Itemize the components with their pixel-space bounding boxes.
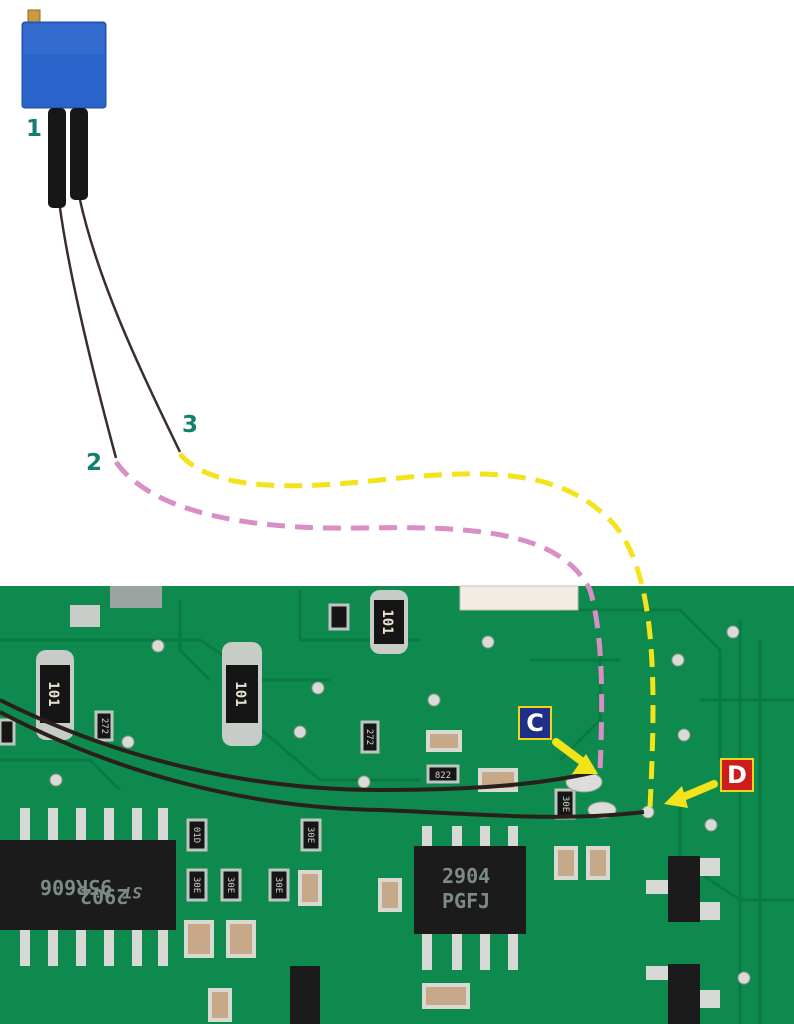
lead-sleeve-3	[70, 108, 88, 200]
resistor-101-c: 101	[222, 642, 262, 746]
svg-text:01D: 01D	[191, 827, 201, 843]
dashed-route-pin3	[178, 452, 656, 809]
solder-pad	[110, 586, 162, 608]
smd-resistor-822: 822	[426, 764, 460, 784]
svg-text:30E: 30E	[191, 877, 201, 893]
smd-resistor-01d: 01D	[186, 818, 208, 852]
pcb-board: 101 101 101 272 272 822	[0, 585, 794, 1024]
smd-resistor-30e-c: 30E	[220, 868, 242, 902]
svg-text:822: 822	[435, 771, 451, 781]
arrow-d	[664, 780, 718, 808]
point-d-tag: D	[720, 758, 754, 792]
svg-text:ST: ST	[121, 883, 142, 902]
smd-resistor-30e-d: 30E	[268, 868, 290, 902]
svg-text:272: 272	[99, 718, 109, 734]
svg-text:101: 101	[379, 609, 395, 634]
board-wire-c	[0, 698, 596, 793]
smd-resistor-272-b: 272	[360, 720, 380, 754]
svg-text:30E: 30E	[273, 877, 283, 893]
resistor-101-b: 101	[36, 650, 74, 740]
svg-text:30E: 30E	[560, 796, 570, 812]
trimmer-potentiometer	[21, 9, 107, 109]
connector-housing	[459, 585, 579, 611]
pcb-traces	[0, 590, 794, 1024]
smd-resistors: 272 272 822 30E 01D 30E	[94, 710, 576, 902]
wire-2	[58, 207, 118, 459]
svg-text:272: 272	[364, 729, 374, 745]
board-wire-d	[0, 710, 645, 819]
ic-2904-pins	[422, 826, 518, 970]
solder-pad	[70, 605, 100, 627]
pin-2-label: 2	[86, 450, 103, 476]
smd-resistor-30e-a: 30E	[554, 788, 576, 820]
svg-text:95R606: 95R606	[40, 875, 112, 899]
point-c-tag: C	[518, 706, 552, 740]
wire-3	[78, 199, 182, 453]
smd-resistor-272-a: 272	[94, 710, 114, 742]
smd-resistor-30e-e: 30E	[300, 818, 322, 852]
ic-2902-pins	[20, 808, 168, 966]
ic-2904: 2904 PGFJ	[414, 826, 526, 970]
smd-resistor-30e-b: 30E	[186, 868, 208, 902]
svg-text:2902: 2902	[80, 884, 128, 908]
lead-sleeve-2	[48, 108, 66, 208]
arrow-c	[552, 738, 598, 774]
resistor-101-a: 101	[370, 590, 408, 654]
smd-capacitors	[184, 730, 610, 1022]
smd-component	[0, 718, 16, 746]
svg-text:30E: 30E	[225, 877, 235, 893]
svg-text:PGFJ: PGFJ	[442, 889, 490, 913]
svg-text:101: 101	[45, 681, 61, 706]
pin-1-label: 1	[26, 116, 43, 142]
pin-3-label: 3	[182, 412, 199, 438]
svg-text:30E: 30E	[305, 827, 315, 843]
svg-text:2904: 2904	[442, 864, 490, 888]
dashed-route-pin2	[113, 460, 605, 773]
smd-component	[328, 603, 350, 631]
svg-text:101: 101	[232, 681, 248, 706]
transistors	[290, 856, 720, 1024]
ic-2902: 2902 95R606 ST	[0, 808, 176, 966]
